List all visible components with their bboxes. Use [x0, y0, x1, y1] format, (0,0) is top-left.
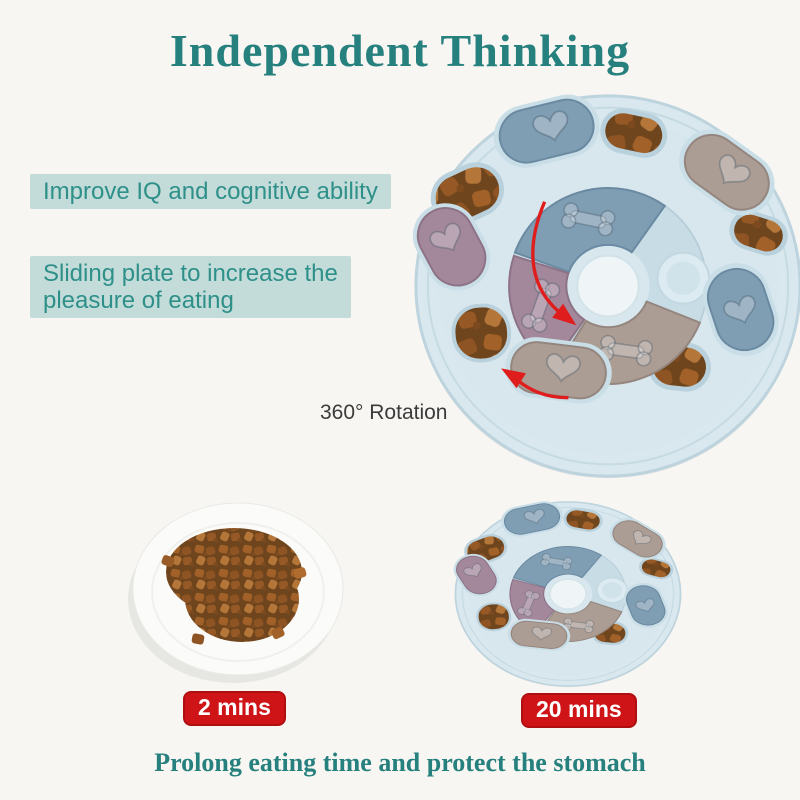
kibble-plate-image	[128, 502, 344, 683]
rotation-arrow-icon	[501, 368, 569, 400]
puzzle-feeder-small-image	[452, 499, 684, 689]
rotation-label: 360° Rotation	[320, 401, 448, 424]
kibble-pile	[161, 528, 307, 645]
callout-text: Improve IQ and cognitive ability	[43, 178, 378, 205]
time-badge-feeder: 20 mins	[521, 693, 637, 728]
callout-sliding-plate: Sliding plate to increase the pleasure o…	[30, 256, 351, 318]
callout-text-line1: Sliding plate to increase the	[43, 260, 338, 287]
time-badge-plate: 2 mins	[183, 691, 286, 726]
footer-tagline: Prolong eating time and protect the stom…	[154, 748, 646, 777]
page-title: Independent Thinking	[169, 25, 631, 76]
puzzle-feeder-large-image	[410, 90, 800, 482]
callout-improve-iq: Improve IQ and cognitive ability	[30, 174, 391, 209]
rotation-arrow-icon	[531, 201, 577, 326]
callout-text-line2: pleasure of eating	[43, 287, 234, 314]
